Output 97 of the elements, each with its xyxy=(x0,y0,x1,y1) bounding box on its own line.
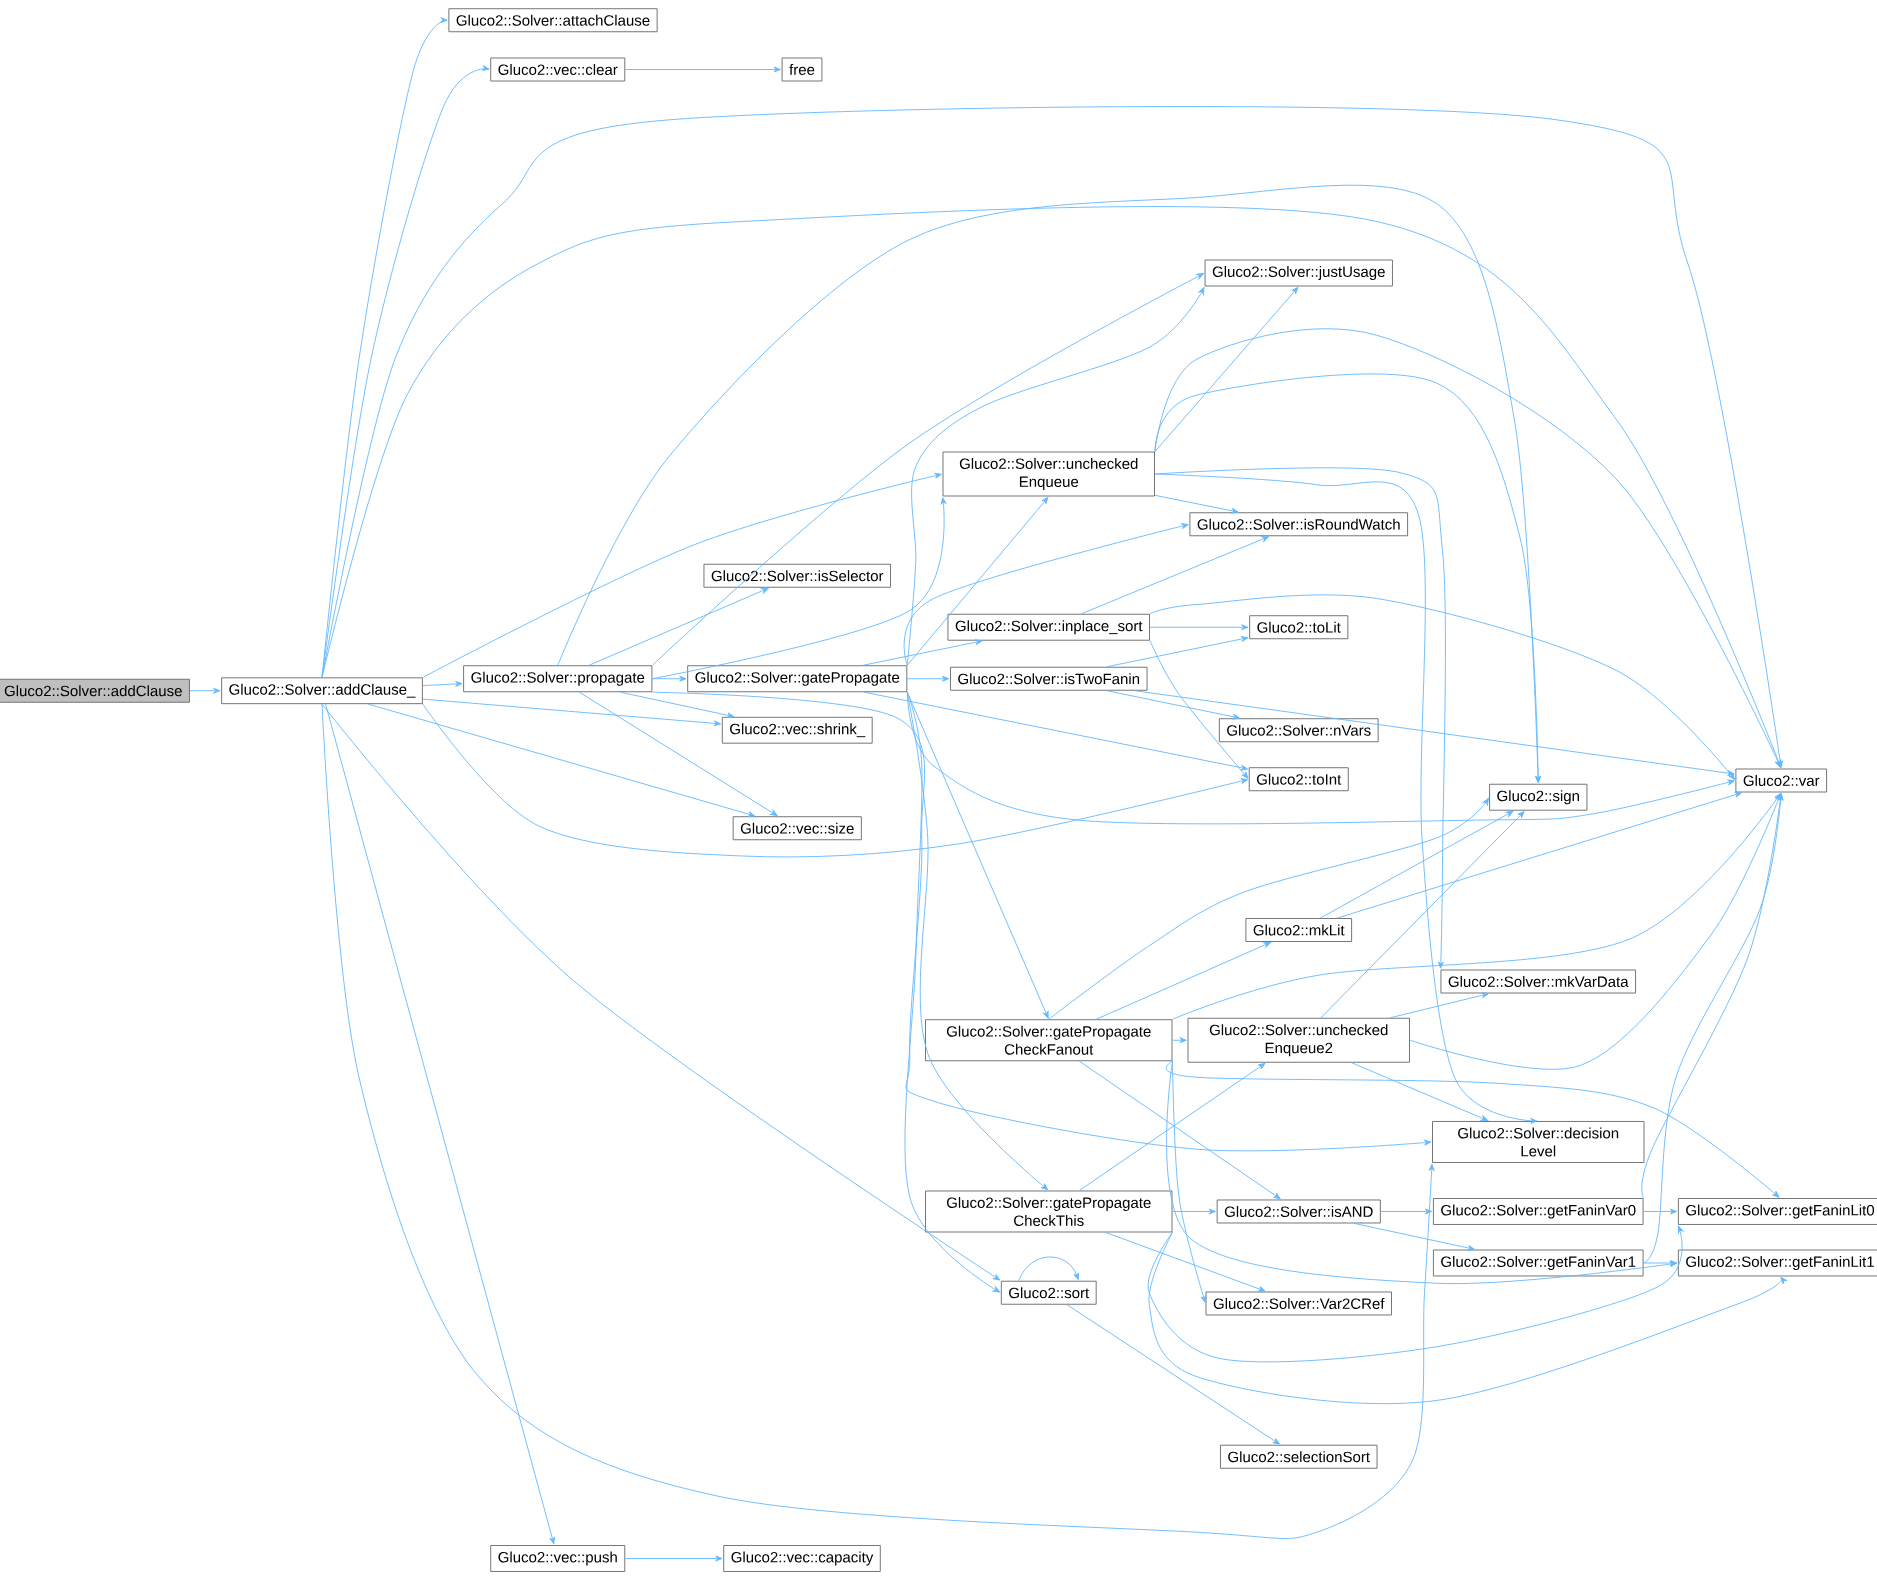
arrow xyxy=(1172,1037,1187,1044)
arrow xyxy=(1154,286,1299,452)
arrow xyxy=(321,703,1001,1281)
arrow xyxy=(189,687,221,694)
arrow xyxy=(1095,942,1271,1020)
function-box: Gluco2::Solver::isTwoFanin xyxy=(950,666,1148,691)
arrow xyxy=(1154,373,1542,784)
function-box: Gluco2::Solver::getFaninVar0 xyxy=(1433,1198,1644,1225)
arrow xyxy=(1148,1232,1788,1405)
arrow xyxy=(651,273,1204,666)
function-box: Gluco2::Solver::decision Level xyxy=(1432,1121,1645,1163)
arrow xyxy=(862,639,983,666)
arrow xyxy=(906,691,1049,1019)
arrow xyxy=(1147,1225,1684,1363)
arrow xyxy=(651,497,947,680)
arrow xyxy=(906,287,1205,666)
function-box: Gluco2::Solver::mkVarData xyxy=(1440,969,1636,994)
function-box: Gluco2::mkLit xyxy=(1245,918,1353,942)
arrow xyxy=(1149,640,1249,779)
function-box: Gluco2::vec::clear xyxy=(490,57,626,82)
function-box: Gluco2::vec::shrink_ xyxy=(721,716,873,744)
arrow xyxy=(1166,1060,1678,1285)
function-box: Gluco2::Solver::Var2CRef xyxy=(1205,1291,1392,1316)
arrow xyxy=(367,703,756,818)
arrow xyxy=(1172,793,1781,1020)
function-box: Gluco2::Solver::gatePropagate CheckFanout xyxy=(925,1019,1173,1062)
function-box: Gluco2::vec::push xyxy=(490,1545,626,1572)
function-box: Gluco2::Solver::attachClause xyxy=(448,8,658,33)
arrow xyxy=(651,691,1432,1152)
function-box: Gluco2::Solver::getFaninLit0 xyxy=(1677,1198,1877,1225)
arrow xyxy=(1106,690,1240,720)
arrow xyxy=(578,691,778,817)
arrow xyxy=(906,496,1049,666)
function-box: Gluco2::toLit xyxy=(1249,615,1349,640)
arrow xyxy=(1149,624,1249,631)
function-box: Gluco2::vec::size xyxy=(732,816,862,841)
function-box: Gluco2::Solver::isRoundWatch xyxy=(1189,512,1409,537)
arrow xyxy=(321,703,1435,1540)
arrow xyxy=(1409,793,1782,1070)
arrow xyxy=(906,675,950,682)
arrow xyxy=(1336,791,1742,919)
arrow xyxy=(422,698,722,727)
function-box: Gluco2::Solver::getFaninLit1 xyxy=(1677,1249,1877,1277)
arrow xyxy=(422,472,942,678)
arrow xyxy=(1154,473,1538,1124)
function-box: Gluco2::var xyxy=(1735,768,1828,793)
function-box: Gluco2::Solver::addClause_ xyxy=(221,677,423,705)
arrow xyxy=(1106,636,1249,668)
function-box: Gluco2::Solver::justUsage xyxy=(1204,259,1393,287)
function-box: Gluco2::Solver::unchecked Enqueue2 xyxy=(1187,1017,1410,1063)
function-box: Gluco2::Solver::unchecked Enqueue xyxy=(942,451,1155,497)
arrow xyxy=(1066,1304,1280,1445)
function-box: Gluco2::Solver::inplace_sort xyxy=(947,613,1150,641)
function-box: free xyxy=(781,57,823,82)
function-box: Gluco2::vec::capacity xyxy=(723,1545,881,1572)
function-box: Gluco2::Solver::gatePropagate xyxy=(687,665,908,693)
arrow xyxy=(624,66,781,73)
arrow xyxy=(1389,992,1489,1019)
arrow xyxy=(863,691,1248,771)
function-box: Gluco2::sign xyxy=(1489,783,1588,811)
arrow xyxy=(624,1555,723,1562)
function-box: Gluco2::Solver::gatePropagate CheckThis xyxy=(925,1190,1173,1233)
arrow xyxy=(1105,1232,1266,1292)
arrow xyxy=(619,691,735,719)
arrow xyxy=(557,184,1541,784)
arrow xyxy=(1172,1208,1216,1215)
arrow xyxy=(1018,1256,1079,1282)
function-box: Gluco2::sort xyxy=(1000,1280,1097,1305)
arrow xyxy=(1154,328,1782,768)
function-box: Gluco2::Solver::isAND xyxy=(1216,1199,1381,1224)
function-box: Gluco2::Solver::isSelector xyxy=(703,563,891,588)
arrow xyxy=(588,587,769,666)
arrow xyxy=(1320,811,1525,1019)
arrow xyxy=(422,703,1249,858)
arrow xyxy=(422,681,463,687)
arrow xyxy=(1643,1260,1678,1266)
arrow xyxy=(1149,594,1736,780)
arrow xyxy=(1165,1060,1780,1198)
arrow xyxy=(325,703,555,1545)
arrow xyxy=(1353,1223,1475,1251)
arrow xyxy=(1319,810,1514,919)
arrow xyxy=(1380,1208,1433,1215)
arrow xyxy=(1048,797,1489,1020)
arrow xyxy=(321,106,1784,768)
function-box: Gluco2::Solver::propagate xyxy=(463,665,653,693)
arrow xyxy=(1154,494,1239,514)
arrow xyxy=(904,691,1001,1293)
function-box: Gluco2::selectionSort xyxy=(1220,1444,1378,1469)
function-box: Gluco2::toInt xyxy=(1248,767,1349,792)
function-box: Gluco2::Solver::getFaninVar1 xyxy=(1433,1249,1644,1277)
arrow xyxy=(903,523,1189,666)
arrow xyxy=(1080,536,1270,615)
arrow xyxy=(1351,1062,1489,1121)
arrow xyxy=(1134,690,1735,777)
function-box: Gluco2::Solver::nVars xyxy=(1218,718,1379,743)
function-box: Gluco2::Solver::addClause xyxy=(0,678,190,703)
arrow xyxy=(1643,1208,1678,1215)
